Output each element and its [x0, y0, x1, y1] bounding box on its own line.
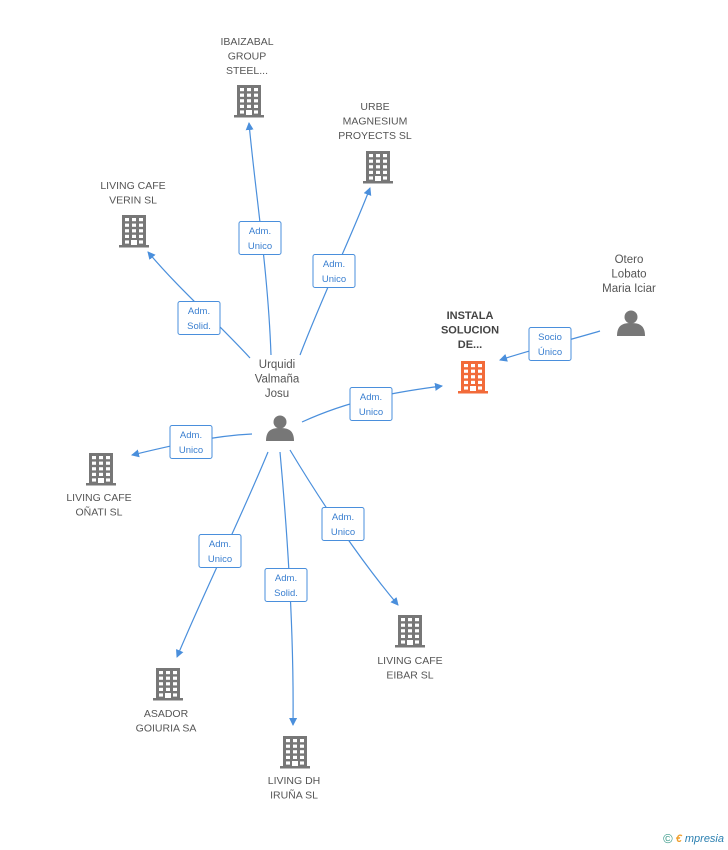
edge-center-verin: Adm. Solid.	[147, 251, 251, 359]
edge-role-label: Único	[538, 347, 562, 358]
edge-role-label: Unico	[322, 274, 346, 285]
edge-role-label: Adm.	[180, 430, 202, 441]
person-icon	[266, 415, 294, 441]
node-label: Valmaña	[255, 374, 300, 386]
edge-center-iruna: Adm. Solid.	[264, 451, 308, 726]
node-label: DE...	[458, 339, 482, 351]
node-label: EIBAR SL	[386, 670, 433, 682]
edge-role-box[interactable]	[312, 254, 356, 288]
edge-center-eibar: Adm. Unico	[289, 449, 399, 606]
node-label: PROYECTS SL	[338, 130, 412, 142]
edge-center-urbe: Adm. Unico	[299, 187, 372, 356]
node-iruna[interactable]: LIVING DH IRUÑA SL	[268, 736, 321, 802]
node-label: SOLUCION	[441, 325, 499, 337]
node-verin[interactable]: LIVING CAFE VERIN SL	[100, 180, 166, 248]
edge-role-label: Adm.	[188, 306, 210, 317]
edge-role-label: Adm.	[332, 512, 354, 523]
building-icon	[280, 736, 310, 769]
node-label: Lobato	[611, 269, 646, 281]
building-icon	[153, 668, 183, 701]
building-icon	[363, 151, 393, 184]
node-label: Maria Iciar	[602, 283, 656, 295]
edge-role-label: Unico	[179, 445, 203, 456]
node-label: GOIURIA SA	[136, 723, 197, 735]
edge-role-label: Adm.	[209, 539, 231, 550]
edge-role-box[interactable]	[349, 387, 393, 421]
node-label: LIVING CAFE	[100, 180, 165, 192]
building-icon	[234, 85, 264, 118]
edge-role-box[interactable]	[238, 221, 282, 255]
node-label: Urquidi	[259, 359, 295, 371]
edge-role-box[interactable]	[321, 507, 365, 541]
edge-role-box[interactable]	[177, 301, 221, 335]
edge-role-label: Solid.	[274, 588, 298, 599]
edge-center-instala: Adm. Unico	[301, 382, 443, 423]
node-label: STEEL...	[226, 65, 268, 77]
building-icon	[458, 361, 488, 394]
edge-center-onati: Adm. Unico	[131, 425, 253, 459]
node-onati[interactable]: LIVING CAFE OÑATI SL	[66, 453, 132, 519]
empresia-watermark[interactable]: © €mpresia	[663, 831, 724, 846]
node-label: INSTALA	[447, 310, 494, 322]
edge-role-label: Adm.	[323, 259, 345, 270]
edge-role-label: Unico	[208, 554, 232, 565]
node-label: IRUÑA SL	[270, 789, 318, 802]
building-icon	[86, 453, 116, 486]
node-label: URBE	[360, 101, 389, 113]
building-icon	[395, 615, 425, 648]
copyright-icon: ©	[663, 831, 673, 846]
node-label: Josu	[265, 388, 289, 400]
node-label: OÑATI SL	[75, 506, 122, 519]
brand-logo-letter: €	[675, 832, 682, 845]
building-icon	[119, 215, 149, 248]
node-urbe[interactable]: URBE MAGNESIUM PROYECTS SL	[338, 101, 412, 184]
person-icon	[617, 310, 645, 336]
node-ibaizabal[interactable]: IBAIZABAL GROUP STEEL...	[220, 36, 274, 118]
node-label: LIVING DH	[268, 775, 321, 787]
edge-role-box[interactable]	[528, 327, 572, 361]
node-label: ASADOR	[144, 708, 189, 720]
node-label: VERIN SL	[109, 195, 157, 207]
node-label: MAGNESIUM	[343, 116, 408, 128]
node-eibar[interactable]: LIVING CAFE EIBAR SL	[377, 615, 443, 682]
edge-role-box[interactable]	[198, 534, 242, 568]
edge-center-asador: Adm. Unico	[176, 451, 269, 658]
brand-name: mpresia	[684, 832, 724, 845]
node-label: Otero	[615, 254, 644, 266]
node-label: LIVING CAFE	[66, 492, 131, 504]
edge-role-label: Solid.	[187, 321, 211, 332]
edge-role-label: Unico	[331, 527, 355, 538]
edge-role-label: Socio	[538, 332, 562, 343]
node-label: GROUP	[228, 51, 267, 63]
node-label: LIVING CAFE	[377, 655, 442, 667]
edge-role-box[interactable]	[169, 425, 213, 459]
edge-role-label: Adm.	[360, 392, 382, 403]
node-asador[interactable]: ASADOR GOIURIA SA	[136, 668, 197, 735]
node-label: IBAIZABAL	[220, 36, 273, 48]
edge-role-label: Adm.	[275, 573, 297, 584]
edge-role-label: Adm.	[249, 226, 271, 237]
edge-role-box[interactable]	[264, 568, 308, 602]
edge-role-label: Unico	[359, 407, 383, 418]
edge-center-ibaizabal: Adm. Unico	[238, 122, 282, 356]
edge-role-label: Unico	[248, 241, 272, 252]
node-instala[interactable]: INSTALA SOLUCION DE...	[441, 310, 499, 394]
